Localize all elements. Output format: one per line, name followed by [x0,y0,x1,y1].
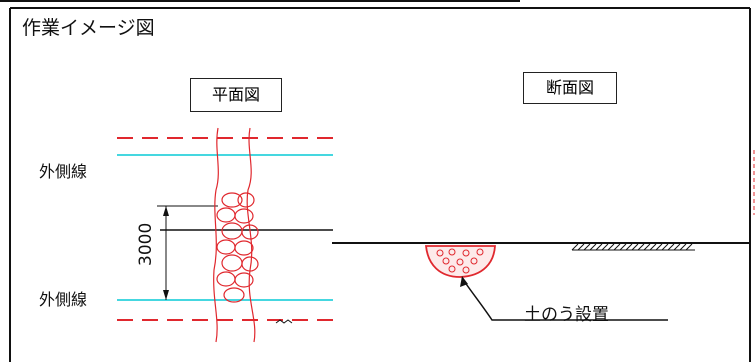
section-view-label: 断面図 [523,72,617,104]
diagram-title: 作業イメージ図 [22,17,155,39]
plan-view-label: 平面図 [190,78,282,112]
ground-hatching [571,243,695,251]
leader-arrow [460,276,468,287]
sandbag-installation-label: 土のう設置 [524,305,609,325]
sandbag-section-texture [436,248,484,274]
dimension-arrow-bottom [163,290,169,300]
small-squiggle [275,319,293,324]
sandbag-section [424,245,496,278]
sandbag-column-plan [213,127,259,343]
dimension-arrow-top [163,206,169,216]
outer-line-label-top: 外側線 [39,162,88,181]
outer-line-label-bottom: 外側線 [39,290,88,309]
dimension-label: 3000 [136,222,156,266]
